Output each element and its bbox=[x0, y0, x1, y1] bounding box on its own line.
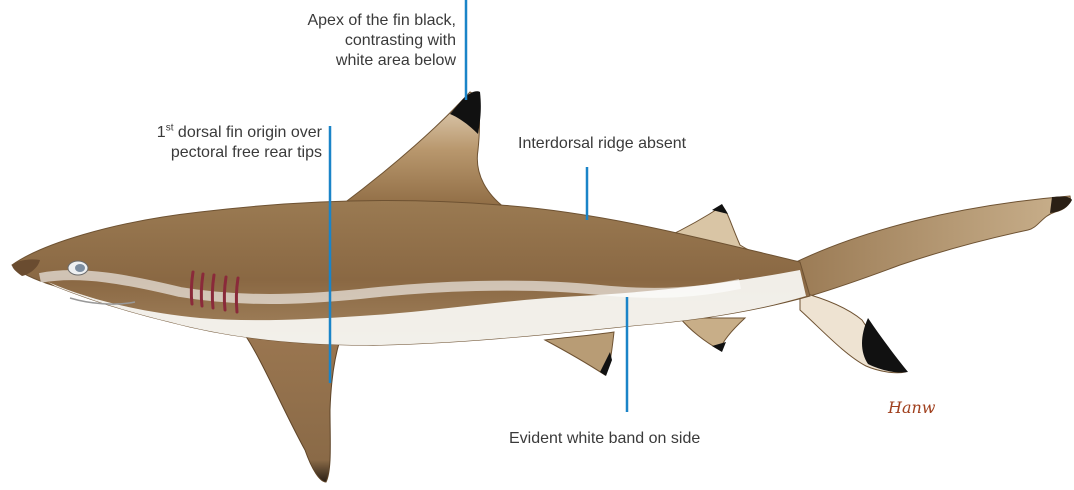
dorsal-origin-line-1: 1st dorsal fin origin over bbox=[70, 123, 322, 143]
first-dorsal-fin bbox=[343, 91, 505, 208]
white-band-text: Evident white band on side bbox=[509, 429, 769, 449]
interdorsal-annotation: Interdorsal ridge absent bbox=[518, 134, 758, 154]
white-band-annotation: Evident white band on side bbox=[509, 429, 769, 449]
apex-annotation-line-3: white area below bbox=[226, 51, 456, 71]
artist-signature: Hanw bbox=[887, 398, 936, 417]
dorsal-origin-annotation: 1st dorsal fin origin over pectoral free… bbox=[70, 123, 322, 163]
apex-annotation-line-2: contrasting with bbox=[226, 31, 456, 51]
dorsal-origin-line-1-rest: dorsal fin origin over bbox=[173, 124, 322, 141]
interdorsal-text: Interdorsal ridge absent bbox=[518, 134, 758, 154]
dorsal-ordinal-number: 1 bbox=[157, 124, 166, 141]
caudal-lower-tip bbox=[862, 318, 908, 373]
caudal-fin-upper bbox=[790, 196, 1070, 296]
apex-annotation-line-1: Apex of the fin black, bbox=[226, 11, 456, 31]
eye bbox=[68, 261, 88, 275]
apex-annotation: Apex of the fin black, contrasting with … bbox=[226, 11, 456, 71]
pectoral-fin bbox=[245, 335, 340, 482]
dorsal-origin-line-2: pectoral free rear tips bbox=[70, 143, 322, 163]
anal-fin bbox=[680, 318, 745, 350]
